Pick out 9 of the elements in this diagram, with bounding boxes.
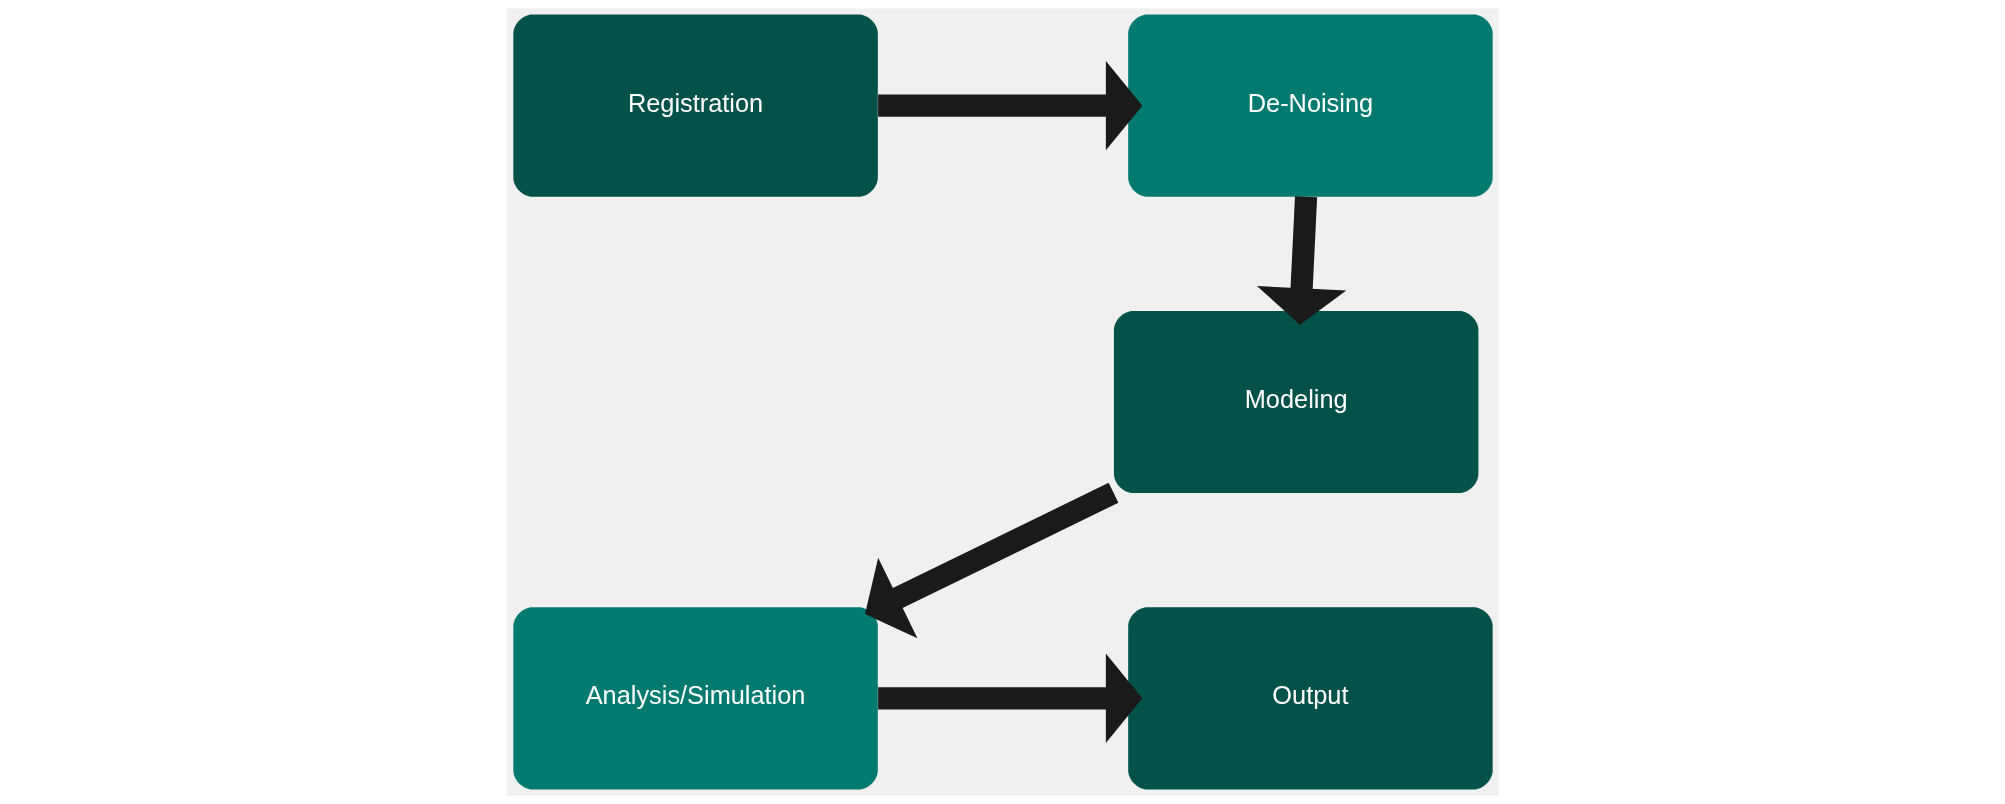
arrow xyxy=(877,60,1142,151)
node-box: De-Noising xyxy=(1127,14,1493,197)
node-box: Registration xyxy=(512,14,878,197)
arrow xyxy=(864,482,1118,639)
arrow xyxy=(1256,196,1346,325)
node-box: Analysis/Simulation xyxy=(512,607,878,790)
node-box: Output xyxy=(1127,607,1493,790)
arrow xyxy=(877,653,1142,743)
node-box: Modeling xyxy=(1113,310,1478,494)
